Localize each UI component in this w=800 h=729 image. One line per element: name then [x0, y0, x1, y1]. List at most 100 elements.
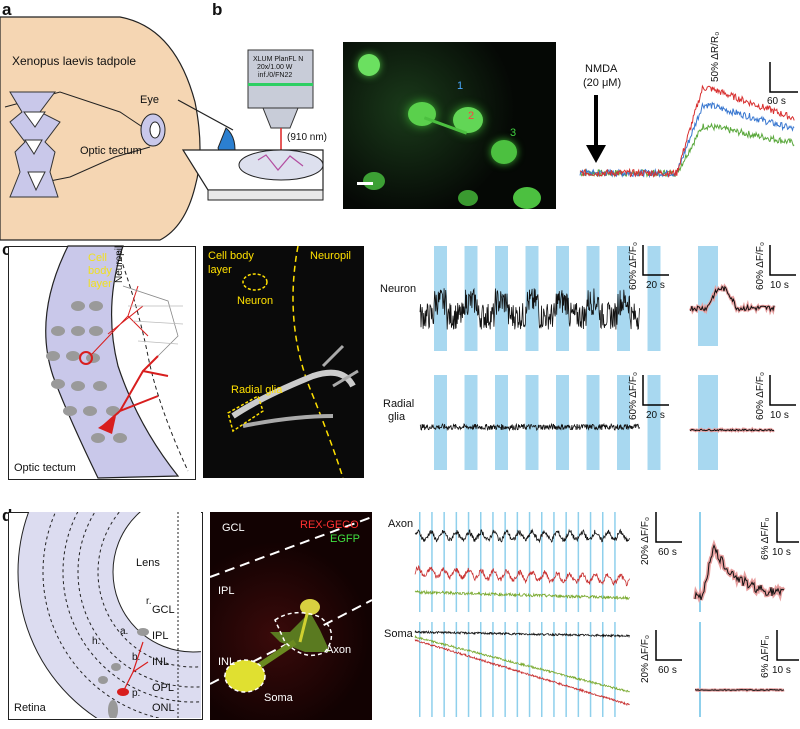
stim-line: [455, 622, 458, 717]
scale-y-d1: 20% ΔF/F₀: [640, 516, 651, 565]
stim-bar: [647, 375, 661, 470]
scale-x-d2: 60 s: [658, 665, 677, 676]
row-glia-label-2: glia: [388, 411, 406, 423]
stim-line: [516, 622, 519, 717]
scale-y-c1: 60% ΔF/F₀: [628, 241, 639, 290]
stim-line: [443, 512, 445, 612]
stim-line: [431, 622, 433, 717]
stim-line: [419, 512, 421, 612]
tectum-schematic: [45, 245, 189, 479]
cell-b-label: b.: [132, 652, 141, 663]
schem-neuropil: Neuropil: [114, 245, 125, 283]
stim-bar: [495, 375, 508, 470]
stim-line: [419, 622, 421, 717]
stim-bar: [586, 375, 600, 470]
stim-line: [504, 622, 506, 717]
scale-x-c2: 20 s: [646, 410, 665, 421]
stim-line: [699, 512, 701, 612]
neuron-mean-trace: [689, 285, 775, 313]
stim-line: [565, 622, 567, 717]
axon-mean-trace: [694, 544, 785, 601]
neuron-dff-trace: [419, 287, 640, 331]
img-ipl: IPL: [218, 585, 235, 597]
stim-line: [492, 512, 494, 612]
stim-line: [589, 622, 592, 717]
stim-line: [504, 512, 506, 612]
schem-optic-tectum: Optic tectum: [14, 462, 76, 474]
stim-line: [553, 622, 555, 717]
neuron-trace: [419, 287, 640, 331]
schem-cbl-1: Cell: [88, 252, 107, 264]
tectum-micrograph-b: [343, 42, 556, 209]
schem-cbl-3: layer: [88, 278, 112, 290]
layer-opl: OPL: [152, 682, 175, 694]
stim-line: [589, 512, 592, 612]
eye-label: Eye: [140, 94, 159, 106]
stim-line: [467, 622, 470, 717]
microscope-schematic: [177, 49, 324, 201]
tectum-micrograph-c: [203, 246, 364, 478]
scale-y-d2: 20% ΔF/F₀: [640, 634, 651, 683]
soma-traces: [414, 630, 630, 707]
stim-bar: [434, 375, 447, 470]
stim-line: [516, 512, 519, 612]
scalebar-d4: [776, 630, 799, 661]
cell-p-label: p.: [132, 688, 141, 699]
stim-bar: [556, 375, 569, 470]
axon-traces: [414, 528, 630, 601]
scalebar-c2: [642, 375, 669, 406]
img-cbl-1: Cell body: [208, 250, 254, 262]
stim-bar: [586, 246, 600, 351]
img-neuron: Neuron: [237, 295, 274, 307]
scale-y-d4: 6% ΔF/F₀: [760, 635, 771, 678]
stim-line: [541, 622, 543, 717]
red-sensor-label: REX-GECO: [300, 519, 359, 531]
scale-y-c2: 60% ΔF/F₀: [628, 371, 639, 420]
objective-text-3: inf./0/FN22: [258, 72, 293, 79]
neuron-average-trace: [688, 246, 776, 346]
img-soma: Soma: [264, 692, 293, 704]
neuron-icon: [79, 351, 93, 365]
scalebar-d3: [776, 512, 799, 543]
row-glia-label-1: Radial: [383, 398, 415, 410]
stim-bar: [698, 375, 718, 470]
stim-line: [443, 622, 445, 717]
down-arrow-icon: [586, 95, 606, 163]
stim-line: [614, 622, 616, 717]
panel-a-label: a: [2, 0, 12, 19]
stim-lines-axon: [419, 512, 616, 612]
scale-x-d1: 60 s: [658, 547, 677, 558]
row-axon-label: Axon: [388, 518, 414, 530]
stim-line: [553, 512, 555, 612]
stim-line: [614, 512, 616, 612]
retina-micrograph-d: [210, 512, 372, 720]
scalebar-d2: [655, 630, 682, 661]
optic-tectum-label: Optic tectum: [80, 145, 142, 157]
stim-line: [565, 512, 567, 612]
scalebar-c4: [769, 375, 796, 406]
stim-line: [577, 622, 580, 717]
scale-y-c4: 60% ΔF/F₀: [755, 371, 766, 420]
axon-average-trace: [693, 512, 786, 612]
wavelength-label: (910 nm): [287, 132, 328, 143]
stim-line: [480, 622, 482, 717]
stim-line: [467, 512, 470, 612]
soma-average-trace: [694, 622, 785, 717]
stim-line: [455, 512, 458, 612]
img-axon: Axon: [326, 644, 352, 656]
nmda-label: NMDA: [585, 63, 618, 75]
scale-x-d4: 10 s: [772, 665, 791, 676]
stim-line: [541, 512, 543, 612]
scalebar-c1: [642, 245, 669, 276]
cell-h-label: h.: [92, 636, 101, 647]
stim-bar: [464, 246, 478, 351]
layer-inl: INL: [152, 656, 170, 668]
row-soma-label: Soma: [384, 628, 413, 640]
scale-y-c3: 60% ΔF/F₀: [755, 241, 766, 290]
stim-line: [528, 622, 531, 717]
stim-lines-soma: [419, 622, 616, 717]
stim-bar: [434, 246, 447, 351]
organism-label: Xenopus laevis tadpole: [12, 54, 137, 68]
layer-onl: ONL: [152, 702, 175, 714]
cell-1-label: 1: [457, 80, 464, 92]
